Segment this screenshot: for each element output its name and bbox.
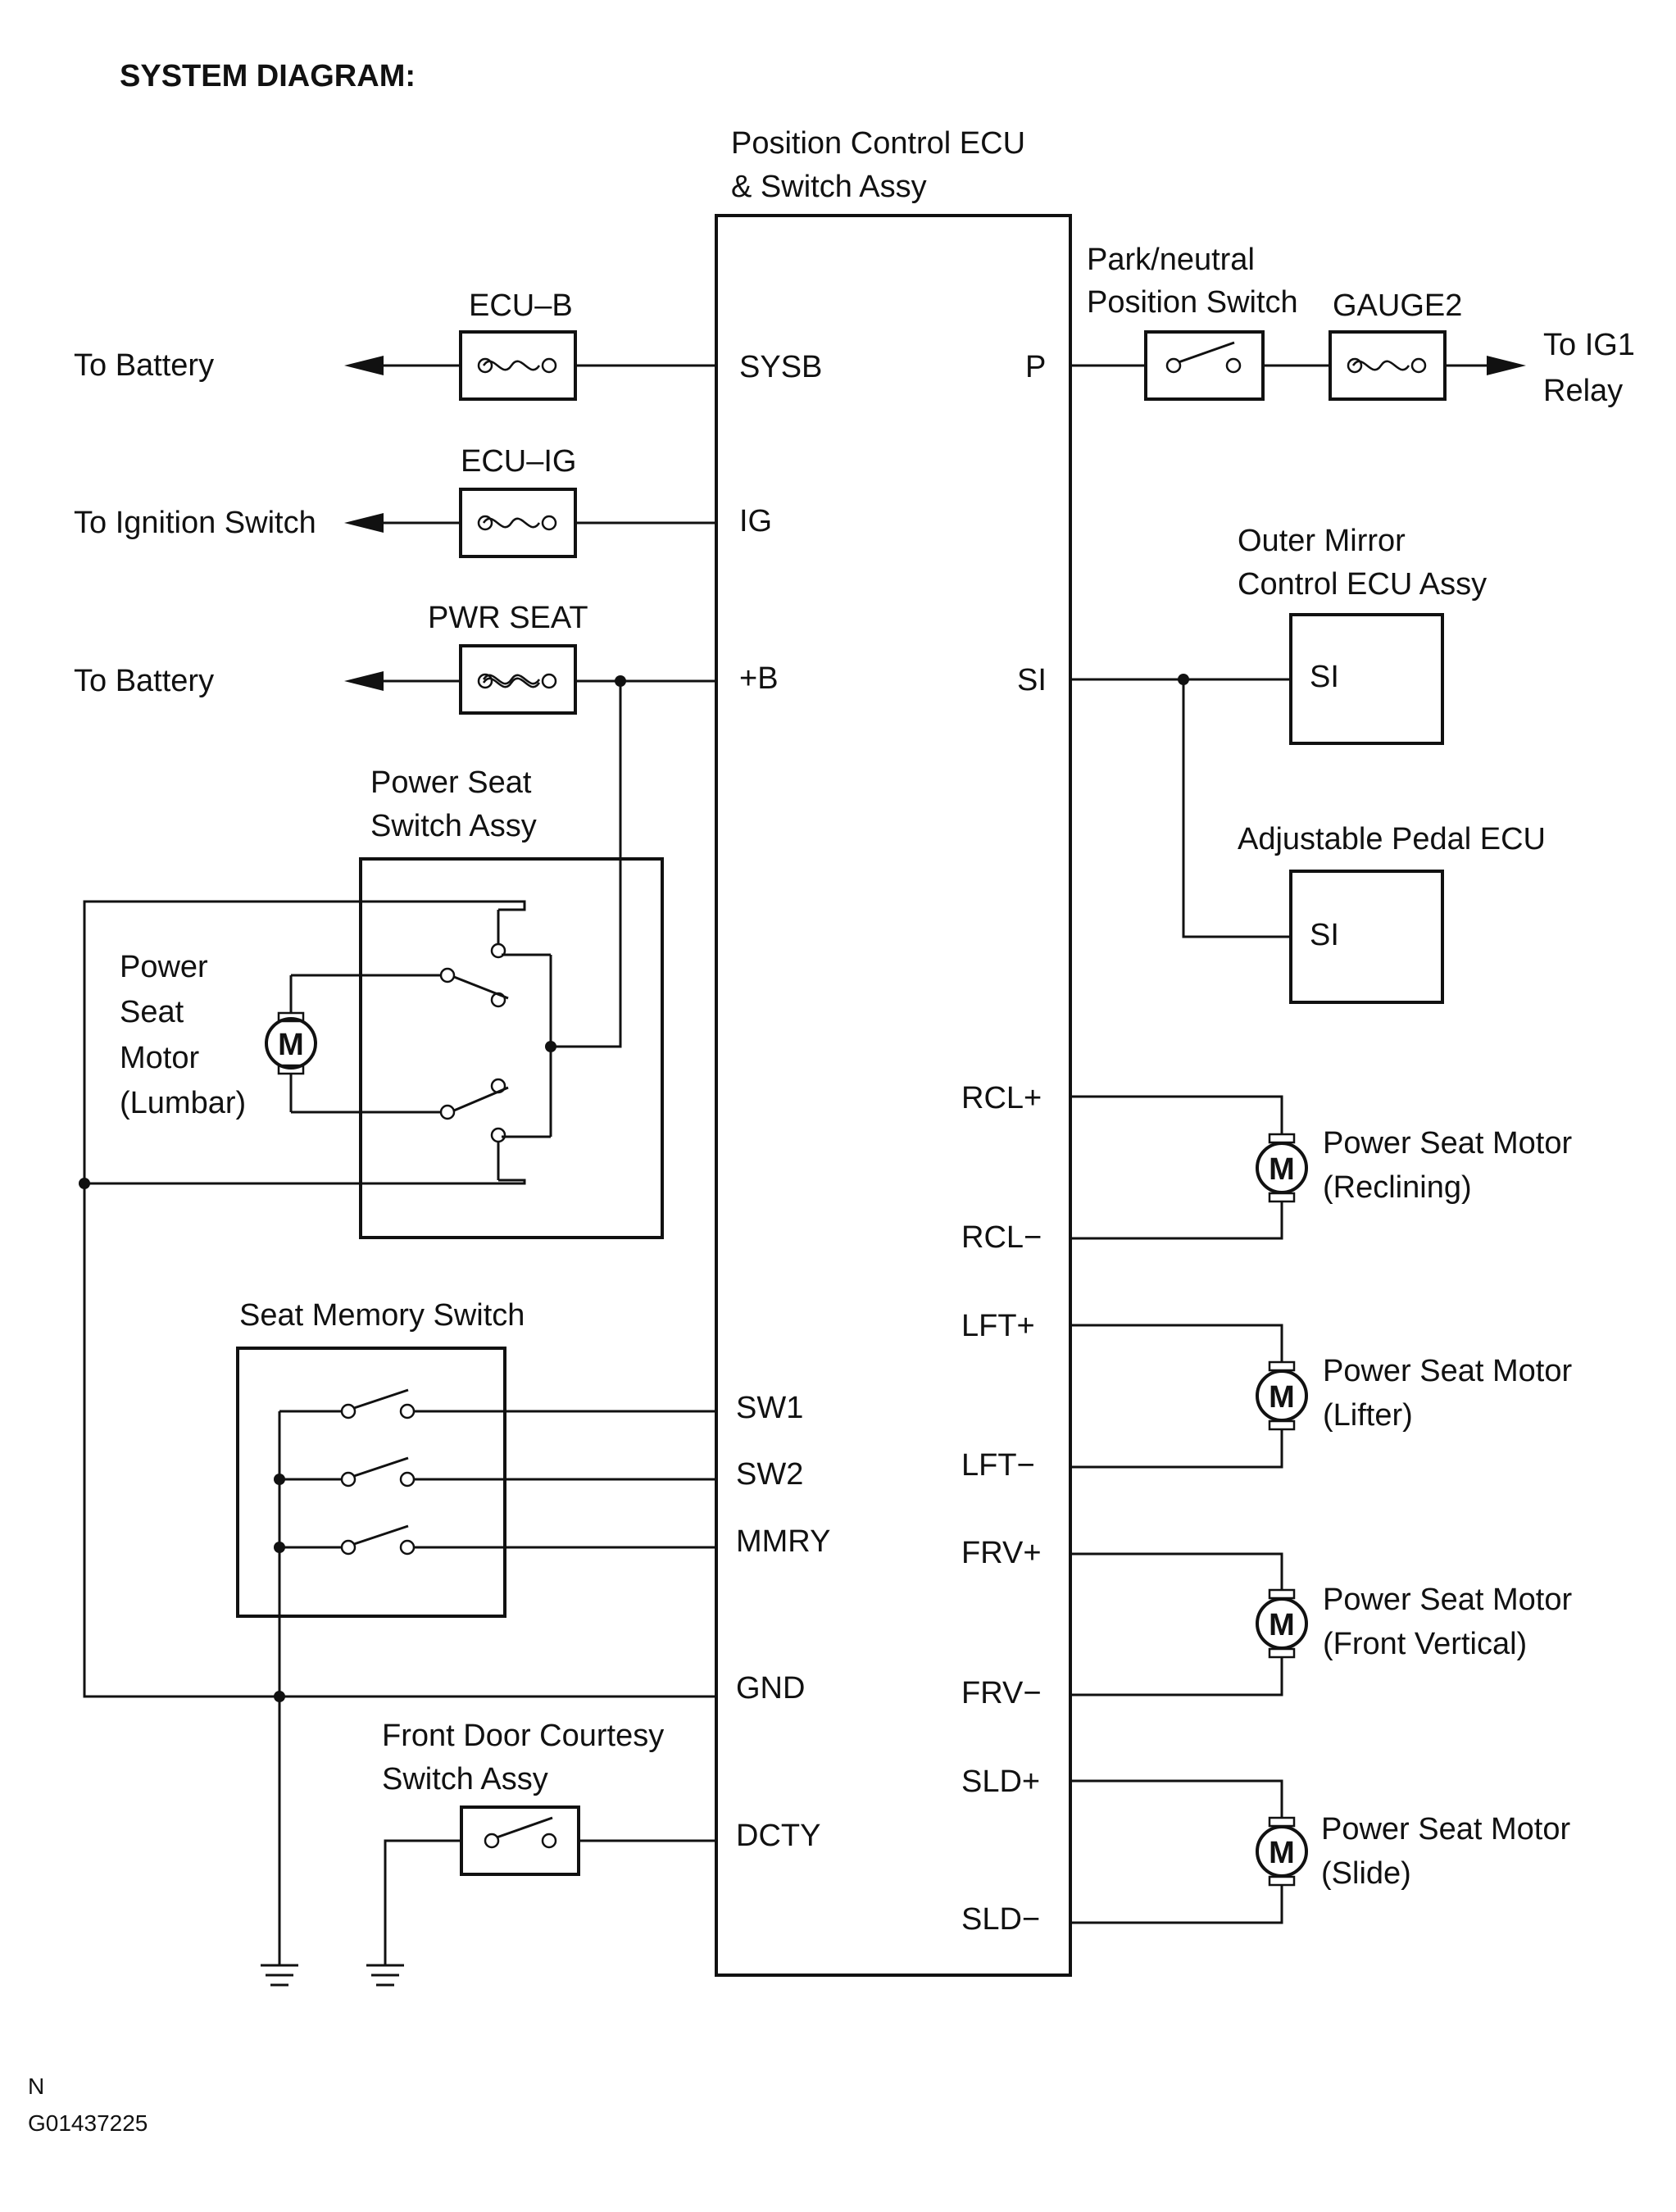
lumbar-motor-line1: Power — [120, 950, 208, 984]
slide-motor-name: Power Seat Motor — [1321, 1812, 1570, 1846]
pedal-ecu-si: SI — [1310, 918, 1339, 952]
slide-motor-sub: (Slide) — [1321, 1856, 1411, 1891]
lumbar-motor-symbol: M — [278, 1028, 304, 1062]
junction-gnd — [274, 1691, 285, 1702]
ecu-name-line1: Position Control ECU — [731, 126, 1025, 161]
footer-letter: N — [28, 2073, 44, 2099]
ground-symbol-2 — [366, 1964, 404, 1987]
lifter-motor-sub: (Lifter) — [1323, 1398, 1413, 1433]
lumbar-motor-line3: Motor — [120, 1041, 199, 1075]
reclining-motor-name: Power Seat Motor — [1323, 1126, 1572, 1161]
memory-switch-label: Seat Memory Switch — [239, 1298, 525, 1333]
lumbar-motor-line4: (Lumbar) — [120, 1086, 246, 1120]
outer-mirror-line2: Control ECU Assy — [1238, 567, 1487, 602]
to-ig1-line2: Relay — [1543, 374, 1623, 408]
footer-code: G01437225 — [28, 2110, 148, 2136]
reclining-motor-sub: (Reclining) — [1323, 1170, 1472, 1205]
junction-ground-left — [79, 1178, 90, 1189]
pin-mmry: MMRY — [736, 1524, 830, 1559]
park-switch-line2: Position Switch — [1087, 285, 1298, 320]
wire-si-pedal — [1182, 679, 1291, 938]
diagram-title: SYSTEM DIAGRAM: — [120, 59, 416, 93]
lifter-motor: M — [1070, 1324, 1308, 1469]
power-seat-switch-line1: Power Seat — [370, 765, 532, 800]
lumbar-motor: M — [265, 974, 441, 1114]
pin-rcl-plus: RCL+ — [961, 1081, 1042, 1115]
fuse-ecu-ig-label: ECU–IG — [461, 444, 576, 479]
pin-dcty: DCTY — [736, 1819, 820, 1853]
lifter-motor-name: Power Seat Motor — [1323, 1354, 1572, 1388]
pin-rcl-minus: RCL− — [961, 1220, 1042, 1255]
lumbar-switch-lower — [439, 1078, 509, 1180]
pin-sld-plus: SLD+ — [961, 1765, 1040, 1799]
door-switch-line2: Switch Assy — [382, 1762, 548, 1796]
reclining-motor: M — [1070, 1095, 1308, 1240]
pin-sysb: SYSB — [739, 350, 822, 384]
pin-plus-b: +B — [739, 661, 779, 696]
park-neutral-switch — [1144, 330, 1265, 401]
motor-symbol: M — [1269, 1152, 1295, 1187]
power-seat-switch-line2: Switch Assy — [370, 809, 537, 843]
door-switch-line1: Front Door Courtesy — [382, 1719, 664, 1753]
wire-door-ground — [384, 1839, 461, 1965]
outer-mirror-si: SI — [1310, 660, 1339, 694]
wire-switch-ground-lower — [84, 1179, 526, 1185]
fuse-pwr-seat — [459, 644, 577, 715]
power-seat-switch-box — [359, 857, 664, 1239]
arrow-ignition — [344, 513, 384, 533]
arrow-battery-2 — [344, 671, 384, 691]
wire-switch-ground-loop — [83, 900, 716, 1698]
fuse-ecu-ig — [459, 488, 577, 558]
motor-symbol: M — [1269, 1380, 1295, 1415]
pin-ig: IG — [739, 504, 772, 538]
to-ignition-switch: To Ignition Switch — [74, 506, 316, 540]
fuse-ecu-b — [459, 330, 577, 401]
memory-switch-sw1 — [279, 1388, 716, 1419]
pedal-ecu-box — [1289, 870, 1444, 1004]
wire-plus-b-to-switch — [551, 681, 622, 1048]
pin-p: P — [1025, 350, 1046, 384]
pin-lft-minus: LFT− — [961, 1448, 1035, 1483]
ecu-name-line2: & Switch Assy — [731, 170, 927, 204]
to-battery-1: To Battery — [74, 348, 214, 383]
park-switch-line1: Park/neutral — [1087, 243, 1255, 277]
motor-symbol: M — [1269, 1836, 1295, 1870]
lumbar-motor-line2: Seat — [120, 995, 184, 1029]
fuse-gauge2-label: GAUGE2 — [1333, 288, 1462, 323]
arrow-ig1 — [1487, 356, 1526, 375]
pedal-ecu-name: Adjustable Pedal ECU — [1238, 822, 1546, 856]
memory-switch-sw2 — [279, 1456, 716, 1488]
motor-symbol: M — [1269, 1608, 1295, 1642]
pin-gnd: GND — [736, 1671, 805, 1706]
pin-lft-plus: LFT+ — [961, 1309, 1035, 1343]
memory-switch-box — [236, 1347, 506, 1618]
front-vertical-motor: M — [1070, 1552, 1308, 1696]
memory-switch-mmry — [279, 1524, 716, 1556]
ground-symbol-1 — [261, 1964, 298, 1987]
slide-motor: M — [1070, 1779, 1308, 1924]
arrow-battery-1 — [344, 356, 384, 375]
outer-mirror-line1: Outer Mirror — [1238, 524, 1406, 558]
pin-sw1: SW1 — [736, 1391, 803, 1425]
to-ig1-line1: To IG1 — [1543, 328, 1635, 362]
front-vertical-motor-name: Power Seat Motor — [1323, 1583, 1572, 1617]
pin-frv-plus: FRV+ — [961, 1536, 1042, 1570]
fuse-pwr-seat-label: PWR SEAT — [428, 601, 588, 635]
fuse-ecu-b-label: ECU–B — [469, 288, 573, 323]
pin-sld-minus: SLD− — [961, 1902, 1040, 1937]
fuse-gauge2 — [1329, 330, 1447, 401]
door-courtesy-switch — [460, 1805, 580, 1876]
pin-sw2: SW2 — [736, 1457, 803, 1492]
lumbar-switch-upper — [439, 910, 509, 1008]
pin-frv-minus: FRV− — [961, 1676, 1042, 1710]
pin-si: SI — [1017, 663, 1047, 697]
to-battery-2: To Battery — [74, 664, 214, 698]
front-vertical-motor-sub: (Front Vertical) — [1323, 1627, 1527, 1661]
